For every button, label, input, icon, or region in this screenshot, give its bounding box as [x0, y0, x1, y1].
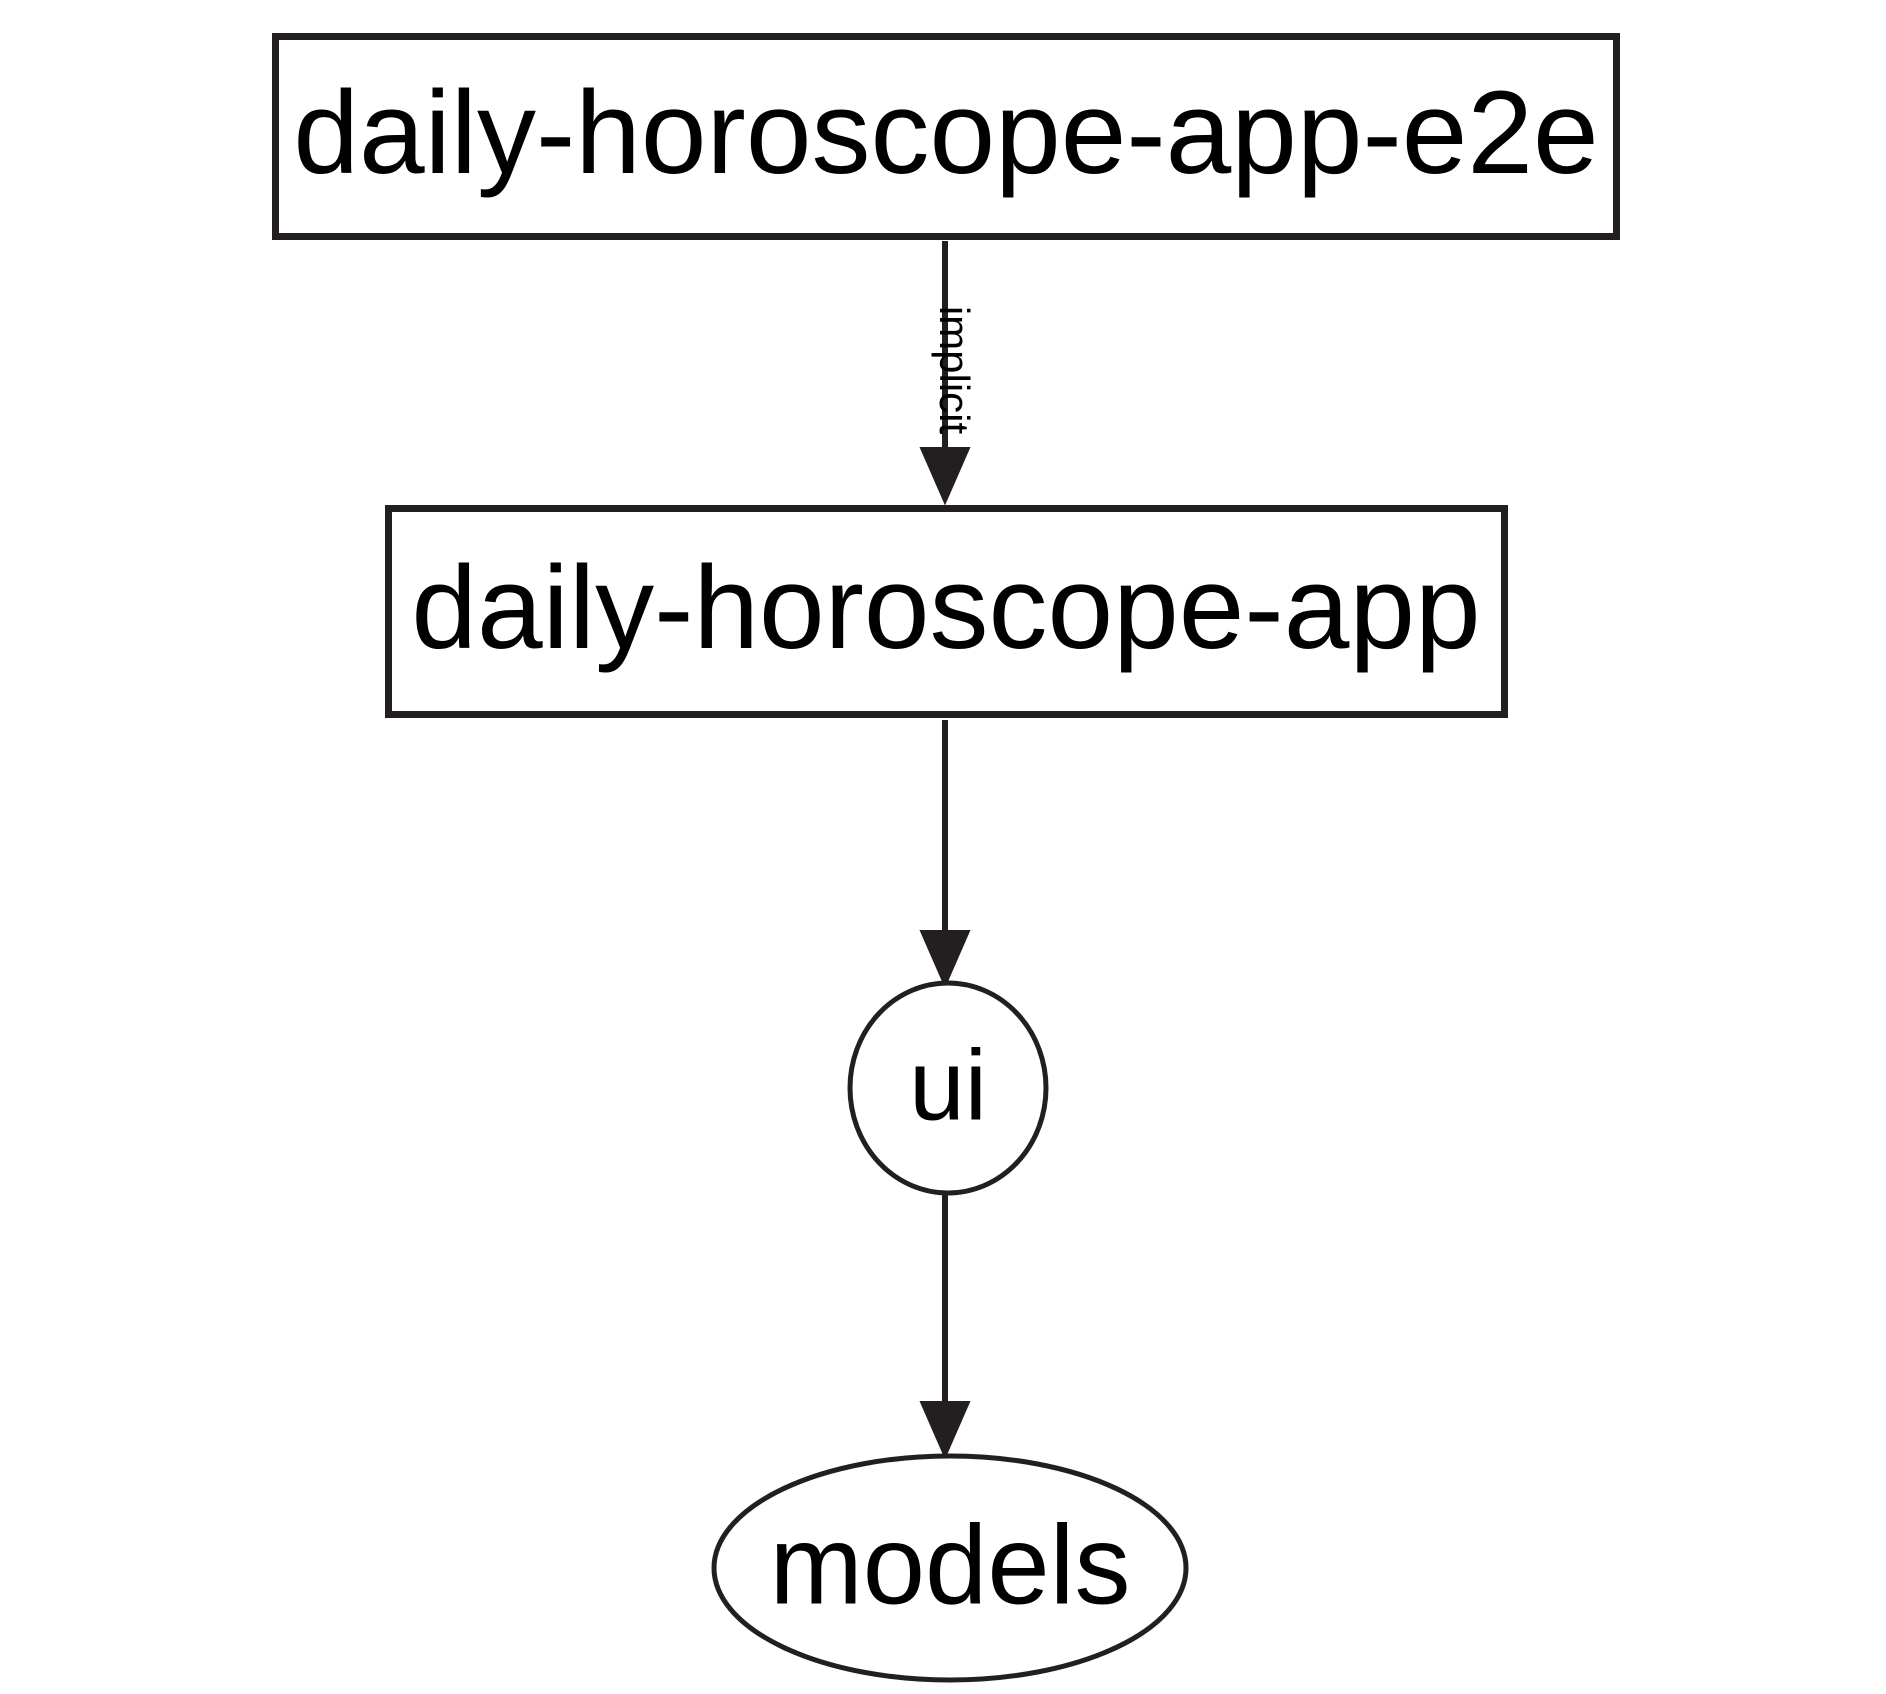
- edge-app-to-ui: [919, 720, 971, 989]
- edge-label-implicit: implicit: [931, 306, 978, 435]
- node-ellipse-ui[interactable]: [847, 980, 1049, 1196]
- node-label-daily-horoscope-app: daily-horoscope-app: [411, 542, 1480, 674]
- node-ui[interactable]: ui: [847, 980, 1049, 1196]
- node-rect-daily-horoscope-app-e2e[interactable]: [272, 33, 1620, 240]
- node-models[interactable]: models: [711, 1453, 1189, 1683]
- node-rect-daily-horoscope-app[interactable]: [385, 505, 1508, 718]
- arrowhead-e2e-to-app: [919, 447, 971, 506]
- node-label-models: models: [769, 1503, 1130, 1628]
- node-ellipse-models[interactable]: [711, 1453, 1189, 1683]
- edge-e2e-to-app: implicit: [919, 241, 978, 506]
- node-label-daily-horoscope-app-e2e: daily-horoscope-app-e2e: [293, 67, 1598, 199]
- arrowhead-ui-to-models: [919, 1401, 971, 1460]
- node-daily-horoscope-app[interactable]: daily-horoscope-app: [385, 505, 1508, 718]
- edge-ui-to-models: [919, 1193, 971, 1460]
- node-daily-horoscope-app-e2e[interactable]: daily-horoscope-app-e2e: [272, 33, 1620, 240]
- node-label-ui: ui: [909, 1029, 987, 1141]
- arrowhead-app-to-ui: [919, 930, 971, 989]
